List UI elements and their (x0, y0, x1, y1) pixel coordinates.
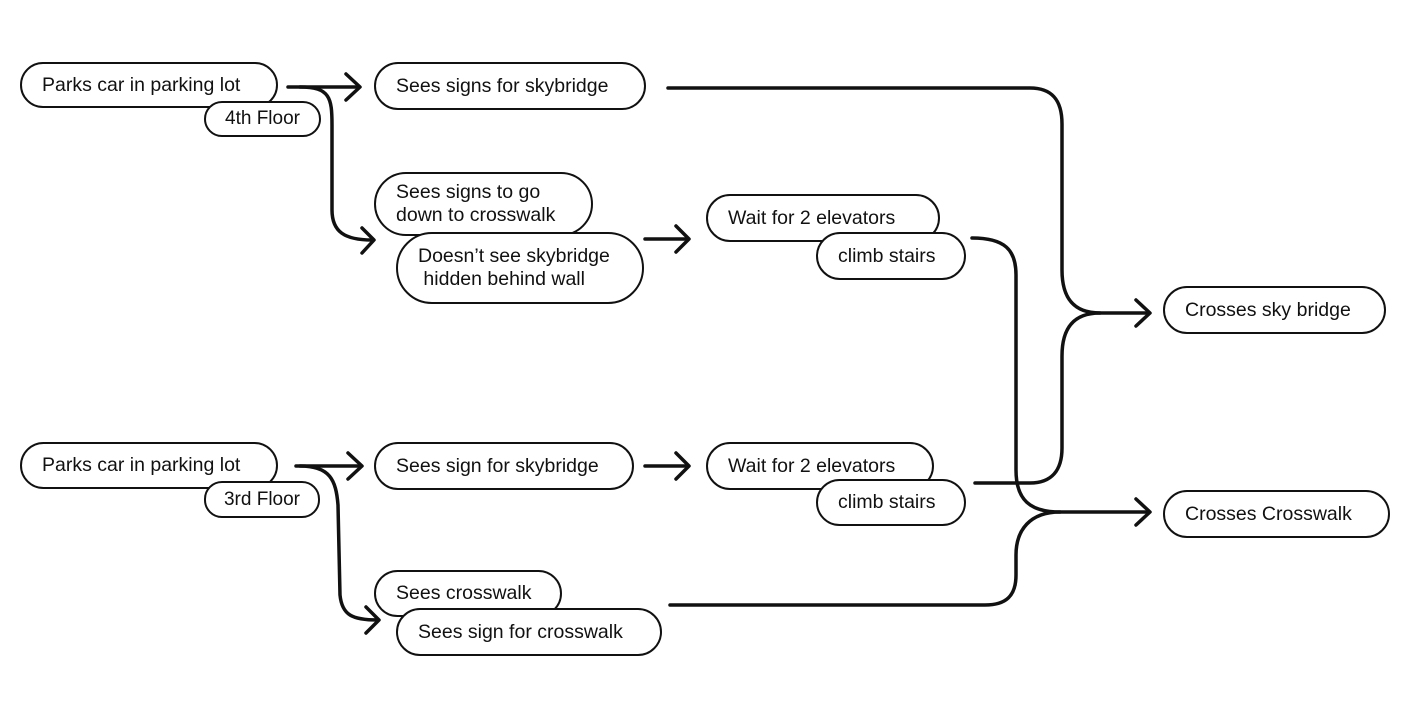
arrowhead-f4-skybridge (344, 72, 362, 102)
arrowhead-f3-elevators (674, 451, 691, 481)
node-f4-hidden-skybridge: Doesn’t see skybridge hidden behind wall (396, 232, 644, 304)
tag-3rd-floor-label: 3rd Floor (223, 488, 301, 510)
node-f4-wait-elevators-label: Wait for 2 elevators (728, 206, 896, 229)
arrowhead-crosses-crosswalk (1134, 497, 1152, 527)
line-f4-stairs-to-crosswalk (970, 236, 1150, 514)
node-crosses-crosswalk-label: Crosses Crosswalk (1185, 502, 1352, 525)
tag-3rd-floor: 3rd Floor (204, 481, 320, 518)
node-f3-sees-skybridge-sign-label: Sees sign for skybridge (396, 454, 599, 477)
line-f3-crosswalk-to-outcome (668, 510, 1062, 607)
node-crosses-sky-bridge-label: Crosses sky bridge (1185, 298, 1351, 321)
node-f3-sees-crosswalk-label: Sees crosswalk (396, 582, 532, 604)
tag-4th-floor: 4th Floor (204, 101, 321, 137)
node-f4-sees-crosswalk-signs-label: Sees signs to go down to crosswalk (396, 181, 556, 226)
arrowhead-f3-skybridge (346, 451, 364, 481)
node-f4-parks-car-label: Parks car in parking lot (42, 73, 241, 96)
node-crosses-sky-bridge: Crosses sky bridge (1163, 286, 1386, 334)
arrow-f4-start-to-crosswalk-branch (298, 85, 374, 242)
node-f3-wait-elevators-label: Wait for 2 elevators (728, 454, 896, 477)
node-f3-sees-crosswalk-sign: Sees sign for crosswalk (396, 608, 662, 656)
node-crosses-crosswalk: Crosses Crosswalk (1163, 490, 1390, 538)
node-f3-parks-car-label: Parks car in parking lot (42, 454, 241, 476)
arrow-f3-start-to-crosswalk-branch (298, 464, 380, 622)
node-f3-sees-skybridge-sign: Sees sign for skybridge (374, 442, 634, 490)
arrowhead-f4-elevators (674, 224, 691, 254)
arrowhead-f3-crosswalk-branch (364, 605, 381, 635)
tag-4th-floor-label: 4th Floor (225, 108, 300, 129)
node-f4-climb-stairs: climb stairs (816, 232, 966, 280)
line-f4-skybridge-to-outcome (666, 86, 1150, 315)
arrowhead-crosses-sky-bridge (1134, 298, 1152, 328)
node-f3-climb-stairs-label: climb stairs (838, 491, 936, 513)
node-f4-sees-skybridge-signs: Sees signs for skybridge (374, 62, 646, 110)
node-f4-parks-car: Parks car in parking lot (20, 62, 278, 108)
node-f4-hidden-skybridge-label: Doesn’t see skybridge hidden behind wall (418, 245, 610, 290)
node-f4-climb-stairs-label: climb stairs (838, 244, 936, 267)
node-f3-sees-crosswalk-sign-label: Sees sign for crosswalk (418, 620, 623, 643)
line-f3-stairs-to-skybridge (973, 311, 1102, 485)
arrowhead-f4-crosswalk-branch (360, 226, 376, 255)
node-f4-sees-crosswalk-signs: Sees signs to go down to crosswalk (374, 172, 593, 236)
node-f3-climb-stairs: climb stairs (816, 479, 966, 526)
node-f4-sees-skybridge-signs-label: Sees signs for skybridge (396, 74, 609, 97)
